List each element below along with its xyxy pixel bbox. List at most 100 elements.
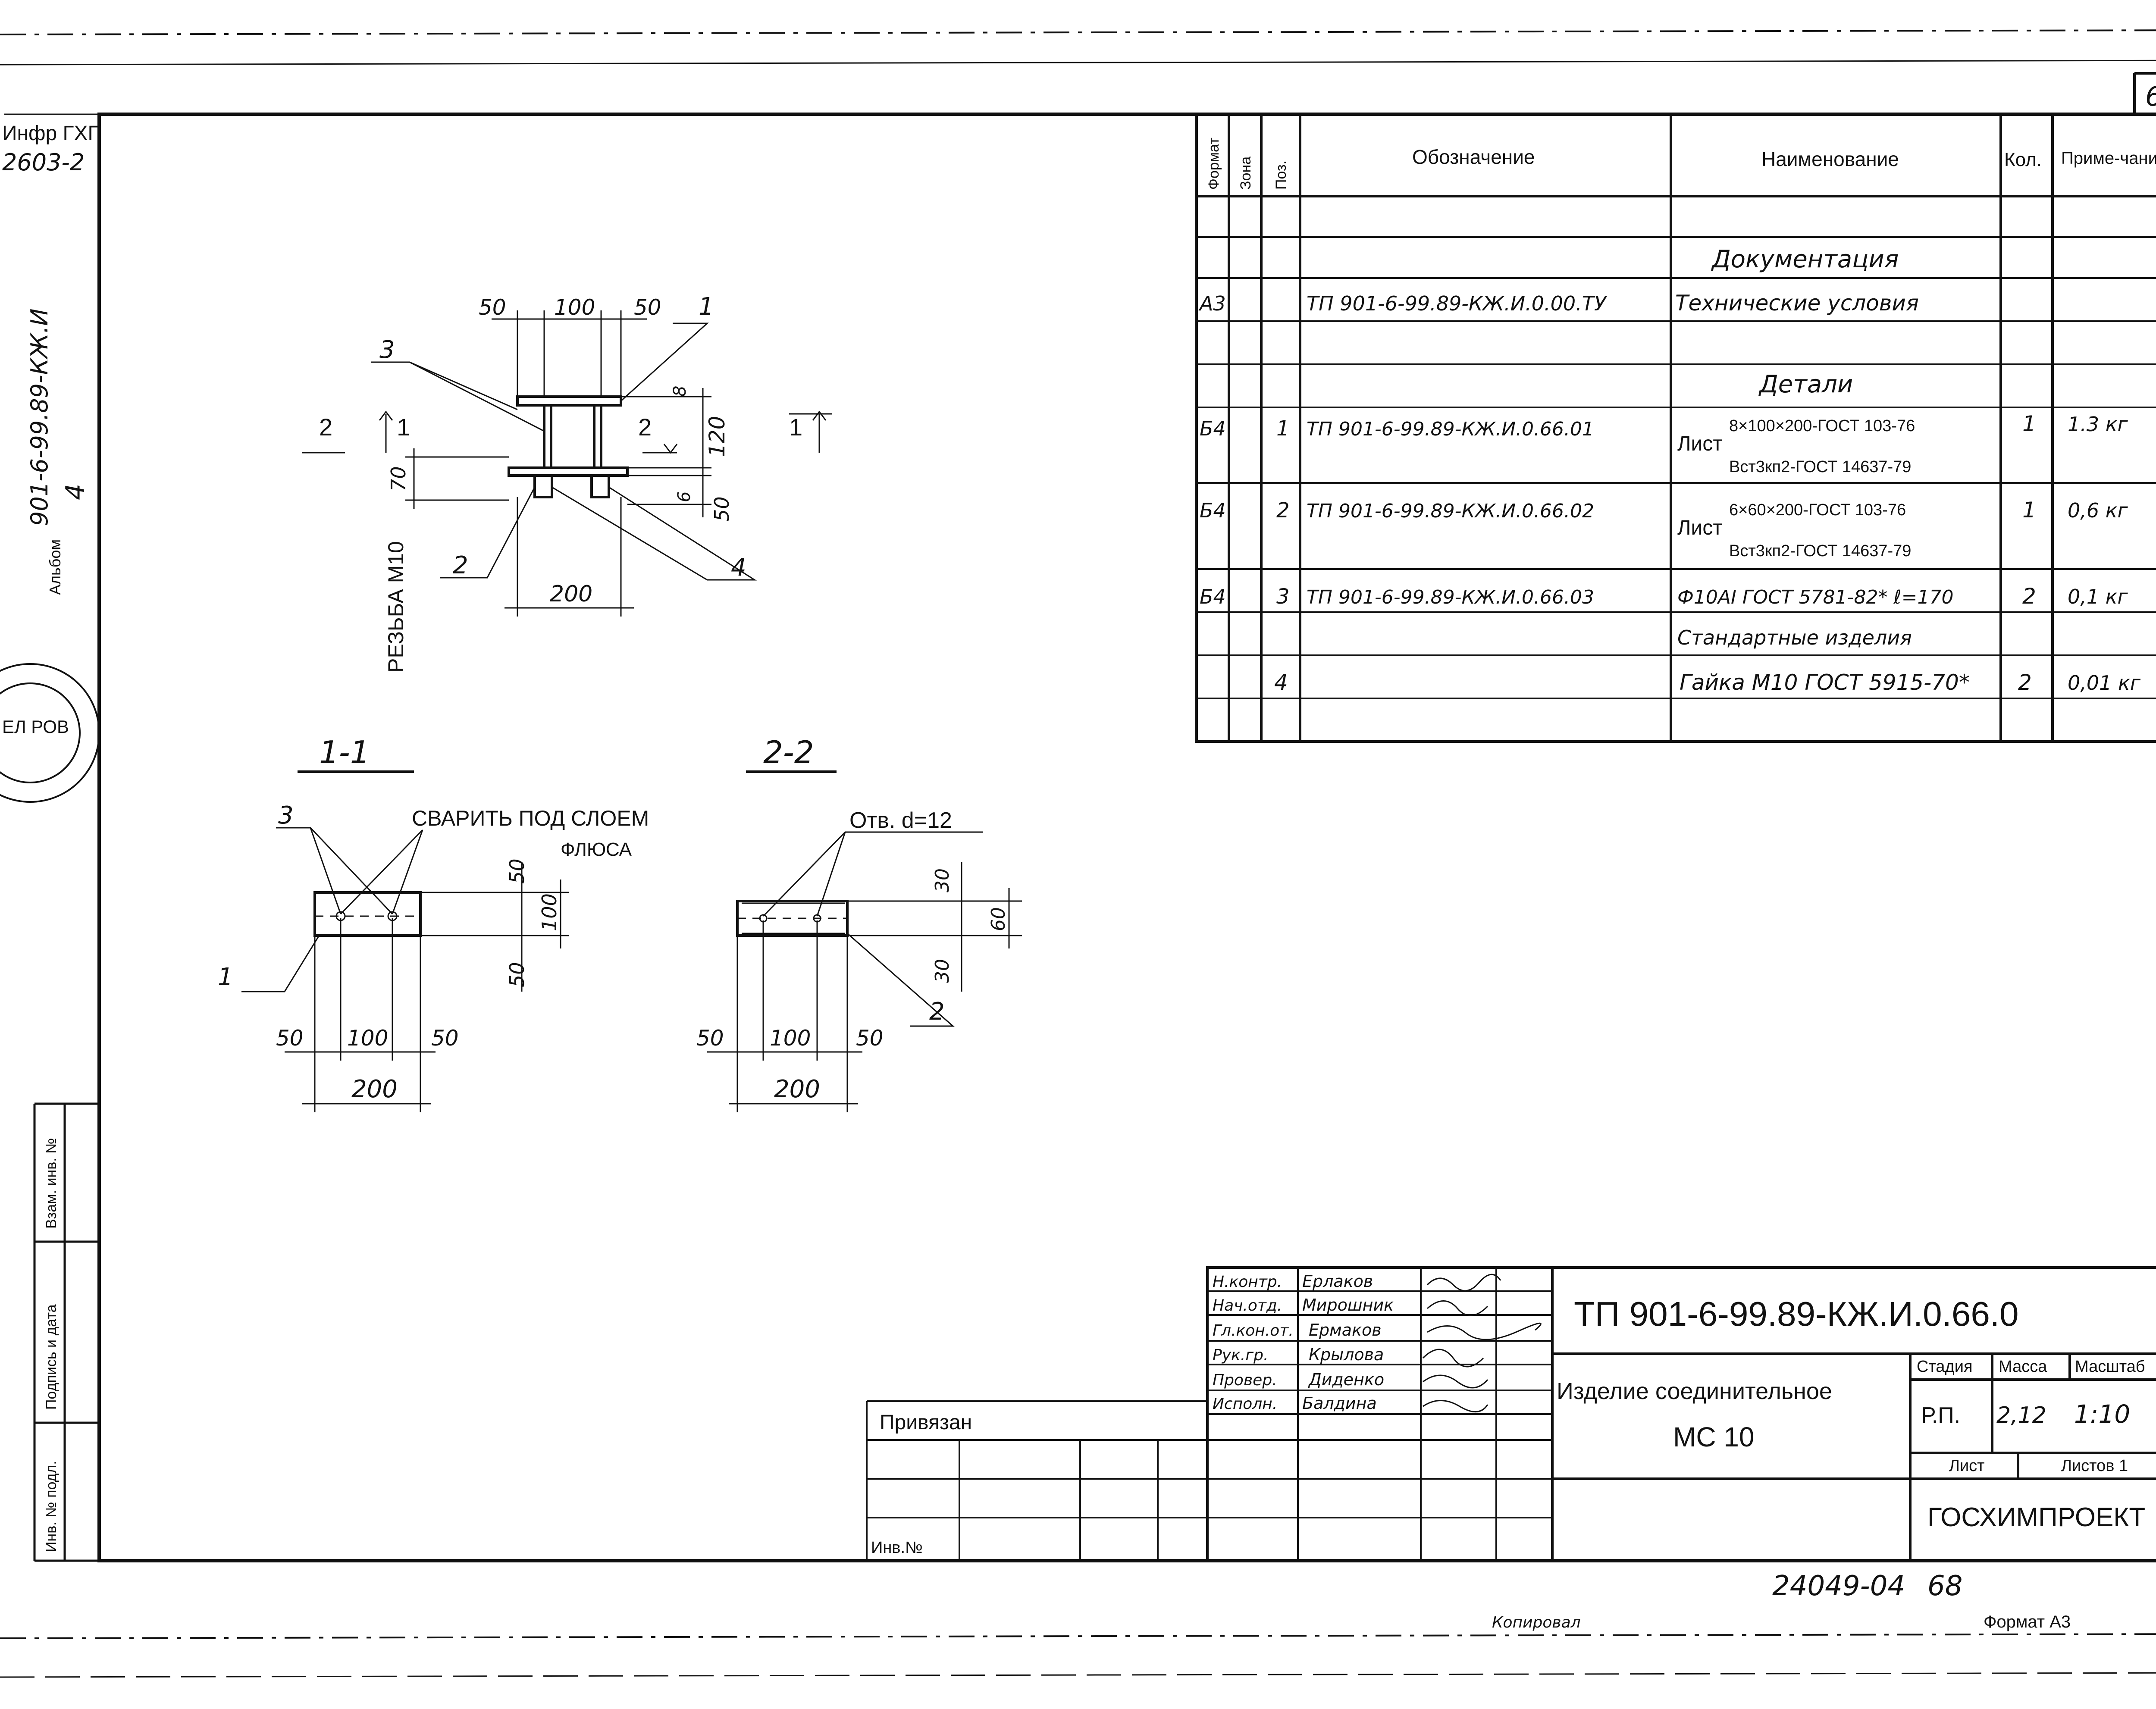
- signer-name-6: Балдина: [1302, 1394, 1377, 1413]
- spec-row-5-name-bottom: Вст3кп2-ГОСТ 14637-79: [1729, 542, 1911, 560]
- page-number: 67: [2145, 81, 2156, 112]
- spec-row-8-note: 0,01 кг: [2068, 671, 2141, 695]
- field-inv-podl: Инв. № подл.: [43, 1461, 60, 1552]
- section-mark-2-left: 2: [319, 413, 332, 441]
- section-2-dim-100: 100: [770, 1026, 811, 1051]
- field-signature-date: Подпись и дата: [43, 1304, 60, 1410]
- code-label: 2603-2: [2, 149, 85, 176]
- spec-header-name: Наименование: [1761, 148, 1899, 170]
- spec-row-8-name: Гайка М10 ГОСТ 5915-70*: [1680, 670, 1970, 695]
- organization-name: ГОСХИМПРОЕКТ: [1927, 1502, 2145, 1532]
- spec-table: [1195, 113, 2156, 743]
- stamp-text: ЕЛ РОВ: [2, 717, 69, 737]
- field-vzam-inv: Взам. инв. №: [43, 1138, 60, 1229]
- plate-2: [508, 466, 629, 477]
- section-2-dim-50-left: 50: [696, 1026, 724, 1051]
- section-1-dim-200: 200: [351, 1075, 398, 1103]
- rod-3: [543, 404, 552, 469]
- spec-header-pos: Поз.: [1273, 160, 1289, 190]
- spec-row-5-note: 0,6 кг: [2068, 499, 2128, 522]
- archive-number: 24049-04: [1772, 1570, 1905, 1602]
- section-2-2: [707, 770, 1022, 1112]
- copied-label: Копировал: [1492, 1614, 1581, 1631]
- spec-row-6-note: 0,1 кг: [2068, 585, 2128, 608]
- section-1-dim-100: 100: [347, 1026, 388, 1051]
- stage-label: Стадия: [1917, 1358, 1973, 1376]
- spec-row-4-designation: ТП 901-6-99.89-КЖ.И.0.66.01: [1307, 418, 1594, 440]
- section-mark-1-left: 1: [397, 413, 410, 441]
- album-label: Альбом: [46, 539, 64, 595]
- spec-row-1-name: Технические условия: [1675, 291, 1919, 316]
- signatures: [1422, 1274, 1542, 1412]
- mass-value: 2,12: [1996, 1402, 2046, 1428]
- section-1-pos-1: 1: [218, 963, 233, 991]
- inv-label: Инв.№: [871, 1539, 923, 1557]
- signer-name-1: Ерлаков: [1302, 1272, 1373, 1291]
- section-1-1: [241, 770, 569, 1112]
- dim-top-50-right: 50: [634, 295, 661, 320]
- spec-header-designation: Обозначение: [1412, 146, 1535, 168]
- sheets-label: Листов 1: [2061, 1457, 2128, 1475]
- title-block-name-1: Изделие соединительное: [1557, 1378, 1832, 1404]
- spec-row-5-format: Б4: [1200, 499, 1226, 522]
- spec-row-8-pos: 4: [1274, 670, 1288, 695]
- mass-label: Масса: [1999, 1358, 2047, 1376]
- section-1-pos-3: 3: [278, 801, 294, 829]
- sheet-frame: [97, 113, 2156, 1562]
- section-1-dim-50-left: 50: [276, 1026, 304, 1051]
- signer-role-4: Рук.гр.: [1213, 1346, 1268, 1364]
- spec-row-4-pos: 1: [1276, 416, 1290, 441]
- signer-name-2: Мирошник: [1302, 1296, 1394, 1315]
- signer-role-3: Гл.кон.от.: [1213, 1322, 1294, 1340]
- bound-label: Привязан: [880, 1411, 972, 1434]
- spec-row-4-name-top: 8×100×200-ГОСТ 103-76: [1729, 417, 1915, 435]
- section-1-dim-right-50-bottom: 50: [505, 962, 529, 987]
- spec-header-zone: Зона: [1238, 157, 1254, 190]
- thread-label: РЕЗЬБА М10: [384, 541, 408, 673]
- spec-header-note: Приме-чание: [2061, 149, 2156, 168]
- section-1-title: 1-1: [319, 734, 370, 770]
- dim-200: 200: [550, 581, 592, 607]
- dim-top-50-left: 50: [479, 295, 506, 320]
- section-2-title: 2-2: [763, 734, 814, 770]
- spec-row-4-format: Б4: [1200, 417, 1226, 440]
- section-2-dim-50-right: 50: [856, 1026, 884, 1051]
- dim-top-100: 100: [554, 295, 595, 320]
- signer-role-5: Провер.: [1213, 1371, 1277, 1389]
- section-mark-2-right: 2: [638, 413, 652, 441]
- section-2-dim-right-30-bottom: 30: [931, 959, 953, 983]
- format-label: Формат А3: [1984, 1612, 2071, 1631]
- spec-row-5-designation: ТП 901-6-99.89-КЖ.И.0.66.02: [1307, 500, 1594, 522]
- project-code: 901-6-99.89-КЖ.И: [26, 308, 53, 526]
- spec-row-4-note: 1.3 кг: [2068, 413, 2128, 436]
- archive-page: 68: [1927, 1570, 1962, 1602]
- signer-role-6: Исполн.: [1213, 1395, 1277, 1413]
- section-2-dim-right-30-top: 30: [931, 868, 953, 892]
- spec-header-format: Формат: [1206, 138, 1222, 190]
- weld-note-1: СВАРИТЬ ПОД СЛОЕМ: [412, 806, 649, 830]
- spec-row-6-qty: 2: [2022, 584, 2036, 609]
- spec-row-details: Детали: [1758, 370, 1853, 398]
- spec-row-6-designation: ТП 901-6-99.89-КЖ.И.0.66.03: [1307, 586, 1594, 608]
- section-mark-1-right: 1: [789, 413, 802, 441]
- nut-4: [533, 474, 553, 498]
- dim-70: 70: [387, 466, 410, 491]
- plate-1: [516, 395, 622, 407]
- plate-1-section: [313, 891, 422, 937]
- pos-3-label: 3: [379, 336, 395, 364]
- section-1-dim-right-50-top: 50: [505, 858, 529, 884]
- weld-note-2: ФЛЮСА: [561, 839, 632, 860]
- spec-header-qty: Кол.: [2004, 149, 2042, 170]
- stage-value: Р.П.: [1921, 1403, 1960, 1428]
- section-1-dim-50-right: 50: [431, 1026, 459, 1051]
- info-label: Инфр ГХП: [2, 122, 103, 145]
- section-2-dim-right-60: 60: [987, 907, 1009, 931]
- spec-row-8-qty: 2: [2018, 670, 2032, 695]
- section-2-dim-200: 200: [774, 1075, 820, 1103]
- spec-row-5-name: Лист: [1677, 516, 1722, 539]
- spec-row-6-format: Б4: [1200, 585, 1226, 608]
- spec-row-6-pos: 3: [1276, 585, 1290, 609]
- scale-value: 1:10: [2074, 1399, 2130, 1429]
- title-block-name-2: МС 10: [1673, 1421, 1755, 1452]
